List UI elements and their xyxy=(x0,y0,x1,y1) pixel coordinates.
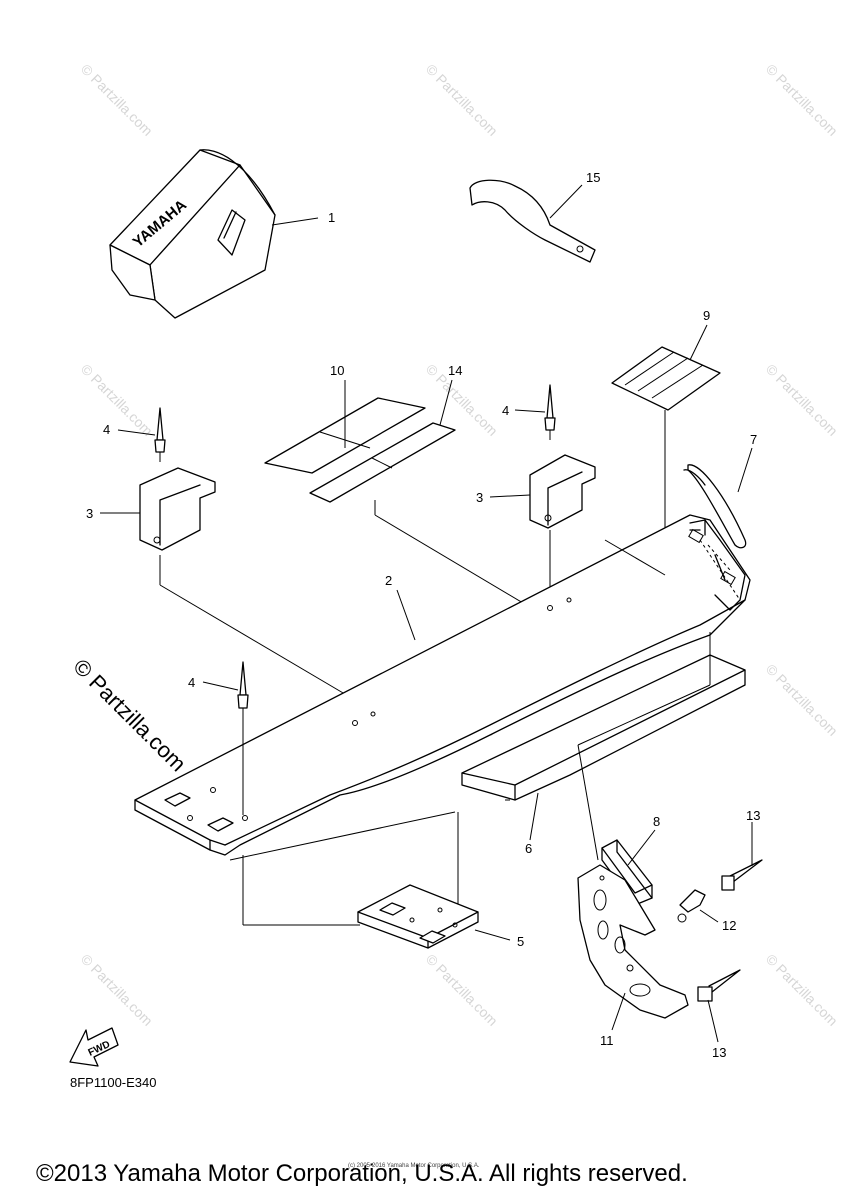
callout-7: 7 xyxy=(750,432,757,447)
part-15-spanner xyxy=(469,179,596,263)
callout-15: 15 xyxy=(586,170,600,185)
part-4-rivet-left xyxy=(154,407,166,462)
callout-10: 10 xyxy=(330,363,344,378)
part-9-pad xyxy=(611,346,721,411)
part-11-bracket-plate xyxy=(577,864,689,1019)
callout-3-right: 3 xyxy=(476,490,483,505)
watermark: © Partzilla.com xyxy=(78,361,156,439)
watermark: © Partzilla.com xyxy=(763,361,841,439)
part-4-rivet-lower xyxy=(237,661,249,815)
callout-14: 14 xyxy=(448,363,462,378)
callout-11: 11 xyxy=(600,1033,614,1048)
part-12-clip xyxy=(677,889,706,923)
callout-3-left: 3 xyxy=(86,506,93,521)
small-copyright: (c) 2005-2016 Yamaha Motor Corporation, … xyxy=(348,1163,480,1169)
diagram-code: 8FP1100-E340 xyxy=(70,1075,157,1090)
callout-12: 12 xyxy=(722,918,736,933)
watermark: © Partzilla.com xyxy=(78,951,156,1029)
callout-4-right: 4 xyxy=(502,403,509,418)
watermark: © Partzilla.com xyxy=(763,951,841,1029)
part-7-cord xyxy=(683,464,747,549)
watermark: © Partzilla.com xyxy=(763,61,841,139)
callout-1: 1 xyxy=(328,210,335,225)
part-3-bracket-left xyxy=(139,467,216,551)
callout-9: 9 xyxy=(703,308,710,323)
callout-8: 8 xyxy=(653,814,660,829)
watermark: © Partzilla.com xyxy=(763,661,841,739)
part-13-rivet-lower xyxy=(697,969,741,1002)
part-3-bracket-right xyxy=(529,454,596,529)
part-1-tool-bag: YAMAHA xyxy=(109,149,276,319)
part-5-plate xyxy=(357,884,479,949)
callout-13-upper: 13 xyxy=(746,808,760,823)
watermark: © Partzilla.com xyxy=(78,61,156,139)
watermark-main: © Partzilla.com xyxy=(68,654,191,777)
callout-6: 6 xyxy=(525,841,532,856)
part-6-plate xyxy=(461,654,746,801)
watermark: © Partzilla.com xyxy=(423,951,501,1029)
callout-5: 5 xyxy=(517,934,524,949)
callout-4-lower: 4 xyxy=(188,675,195,690)
watermark: © Partzilla.com xyxy=(423,61,501,139)
callout-13-lower: 13 xyxy=(712,1045,726,1060)
copyright-notice: ©2013 Yamaha Motor Corporation, U.S.A. A… xyxy=(36,1160,688,1187)
fwd-arrow-icon: FWD xyxy=(69,1027,119,1067)
callout-4-left: 4 xyxy=(103,422,110,437)
part-10-decal xyxy=(264,397,426,474)
part-4-rivet-right xyxy=(544,384,556,440)
part-8-block xyxy=(601,839,653,906)
part-14-decal xyxy=(309,422,456,503)
callout-2: 2 xyxy=(385,573,392,588)
part-2-tray xyxy=(134,514,751,856)
part-13-rivet-upper xyxy=(721,859,763,891)
